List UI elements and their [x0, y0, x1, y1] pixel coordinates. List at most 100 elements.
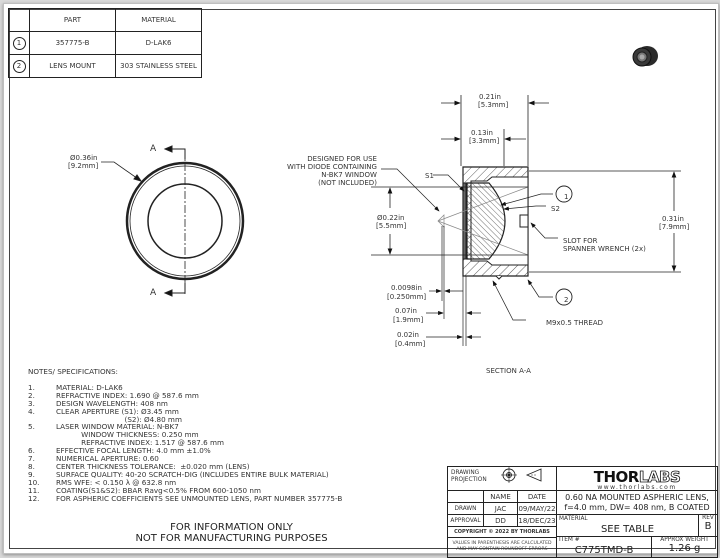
table-row: 1 357775-B D-LAK6: [8, 31, 202, 55]
disclaimer-line2: NOT FOR MANUFACTURING PURPOSES: [135, 533, 328, 544]
note-item: 8. CENTER THICKNESS TOLERANCE: ±0.020 mm …: [28, 463, 342, 471]
approval-label: APPROVAL: [448, 515, 484, 527]
title-block: DRAWING PROJECTION NAME DATE DRAWN JAC 0…: [447, 466, 718, 558]
note-item: 7. NUMERICAL APERTURE: 0.60: [28, 455, 342, 463]
weight-label: APPROX WEIGHT: [660, 537, 709, 543]
note-text: CENTER THICKNESS TOLERANCE: ±0.020 mm (L…: [56, 461, 250, 471]
note-text: FOR ASPHERIC COEFFICIENTS SEE UNMOUNTED …: [56, 493, 343, 503]
callout-slot: SLOT FOR SPANNER WRENCH (2x): [563, 237, 646, 253]
logo-labs: LABS: [638, 468, 681, 487]
item-value: C775TMD-B: [574, 545, 634, 556]
drawing-border: [9, 9, 716, 549]
section-title: SECTION A-A: [486, 367, 531, 375]
front-view: [101, 145, 245, 297]
section-label-top: A: [150, 144, 157, 154]
isometric-thumbnail: [632, 46, 658, 67]
note-number: 1.: [28, 382, 35, 392]
note-item: 3.DESIGN WAVELENGTH: 408 nm: [28, 398, 342, 408]
dim-aperture-mm: [5.5mm]: [376, 222, 407, 230]
weight-value: 1.26 g: [668, 543, 701, 554]
note-text: LASER WINDOW MATERIAL: N-BK7: [56, 422, 179, 432]
note-text: EFFECTIVE FOCAL LENGTH: 4.0 mm ±1.0%: [56, 446, 211, 456]
disclaimer-line1: FOR INFORMATION ONLY: [170, 522, 293, 533]
drawing-projection-label: DRAWING PROJECTION: [451, 470, 487, 483]
copyright: COPYRIGHT © 2022 BY THORLABS: [448, 527, 557, 538]
front-diameter-mm: [9.2mm]: [68, 162, 99, 170]
dim-overall-length-mm: [5.3mm]: [478, 101, 509, 109]
projection-symbol-icon: [501, 467, 542, 483]
notes-title: NOTES/ SPECIFICATIONS:: [28, 367, 118, 376]
table-row: 2 LENS MOUNT 303 STAINLESS STEEL: [8, 54, 202, 78]
note-number: 8.: [28, 461, 35, 471]
rev-value: B: [704, 521, 712, 532]
approval-date: 18/DEC/23: [518, 515, 557, 527]
item-label: ITEM #: [559, 537, 580, 543]
material-cell: 303 STAINLESS STEEL: [115, 54, 202, 78]
material-label: MATERIAL: [559, 516, 588, 522]
note-item: 1. MATERIAL: D-LAK6: [28, 384, 342, 392]
dim-distance-in: 0.07in: [395, 307, 417, 315]
notes-specifications: NOTES/ SPECIFICATIONS: 1. MATERIAL: D-LAK…: [28, 368, 342, 503]
notes-list: 1. MATERIAL: D-LAK6 2. REFRACTIVE INDEX: 1.…: [28, 384, 342, 503]
note-text: REFRACTIVE INDEX: 1.517 @ 587.6 mm: [56, 438, 224, 448]
dim-height-in: 0.31in: [662, 215, 684, 223]
dim-window-in: 0.0098in: [391, 284, 422, 292]
note-text: RMS WFE: < 0.150 λ @ 632.8 nm: [56, 477, 177, 487]
name-header: NAME: [484, 491, 518, 503]
date-header: DATE: [518, 491, 557, 503]
dim-height-mm: [7.9mm]: [659, 223, 690, 231]
part-cell: LENS MOUNT: [29, 54, 116, 78]
note-number: 2.: [28, 390, 35, 400]
note-item: 2. REFRACTIVE INDEX: 1.690 @ 587.6 mm: [28, 390, 342, 400]
note-number: 11.: [28, 485, 40, 495]
note-text: (S2): Ø4.80 mm: [56, 414, 182, 424]
label-s2: S2: [551, 205, 560, 213]
note-item: WINDOW THICKNESS: 0.250 mm: [28, 431, 342, 439]
dim-lip-mm: [0.4mm]: [395, 340, 426, 348]
note-text: MATERIAL: D-LAK6: [56, 382, 123, 392]
note-text: CLEAR APERTURE (S1): Ø3.45 mm: [56, 406, 179, 416]
dim-inner-length-mm: [3.3mm]: [469, 137, 500, 145]
note-text: NUMERICAL APERTURE: 0.60: [56, 454, 159, 464]
dim-inner-length-in: 0.13in: [471, 129, 493, 137]
item-balloon: 2: [12, 59, 26, 73]
note-number: 4.: [28, 406, 35, 416]
description: 0.60 NA MOUNTED ASPHERIC LENS, f=4.0 mm,…: [557, 491, 717, 515]
note-number: [28, 431, 56, 439]
parts-table: PART MATERIAL 1 357775-B D-LAK6 2 LENS M…: [8, 8, 202, 78]
dim-distance-mm: [1.9mm]: [393, 316, 424, 324]
note-item: 10. RMS WFE: < 0.150 λ @ 632.8 nm: [28, 477, 342, 487]
note-number: 10.: [28, 477, 40, 487]
note-item: 4. CLEAR APERTURE (S1): Ø3.45 mm: [28, 406, 342, 416]
callout-diode: DESIGNED FOR USE WITH DIODE CONTAINING N…: [287, 155, 377, 187]
values-note: VALUES IN PARENTHESIS ARE CALCULATED AND…: [448, 538, 557, 557]
rev-label: REV: [702, 515, 714, 521]
material-value: SEE TABLE: [600, 524, 655, 535]
material-cell: D-LAK6: [115, 31, 202, 55]
note-number: 12.: [28, 493, 40, 503]
balloon-2: 2: [564, 296, 569, 304]
approval-name: DD: [484, 515, 518, 527]
note-item: 12. FOR ASPHERIC COEFFICIENTS SEE UNMOUNT…: [28, 493, 343, 503]
drawn-name: JAC: [484, 503, 518, 515]
note-number: 3.: [28, 398, 35, 408]
balloon-1: 1: [564, 193, 569, 201]
note-text: SURFACE QUALITY: 40-20 SCRATCH-DIG (INCL…: [56, 469, 329, 479]
label-s1: S1: [425, 172, 434, 180]
note-text: WINDOW THICKNESS: 0.250 mm: [56, 430, 199, 440]
thorlabs-logo: THORLABS www.thorlabs.com: [557, 467, 717, 491]
callout-thread: M9x0.5 THREAD: [546, 319, 603, 327]
section-label-bottom: A: [150, 288, 157, 298]
section-view: [371, 95, 681, 346]
note-number: 7.: [28, 454, 35, 464]
note-item: 5. LASER WINDOW MATERIAL: N-BK7: [28, 423, 342, 431]
drawn-date: 09/MAY/22: [518, 503, 557, 515]
drawn-label: DRAWN: [448, 503, 484, 515]
note-number: 6.: [28, 446, 35, 456]
note-text: REFRACTIVE INDEX: 1.690 @ 587.6 mm: [56, 390, 199, 400]
note-number: 5.: [28, 422, 35, 432]
note-text: COATING(S1&S2): BBAR Ravg<0.5% FROM 600-…: [56, 485, 261, 495]
website: www.thorlabs.com: [597, 484, 677, 491]
drawing-sheet: PART MATERIAL 1 357775-B D-LAK6 2 LENS M…: [3, 3, 719, 558]
note-item: 6. EFFECTIVE FOCAL LENGTH: 4.0 mm ±1.0%: [28, 447, 342, 455]
